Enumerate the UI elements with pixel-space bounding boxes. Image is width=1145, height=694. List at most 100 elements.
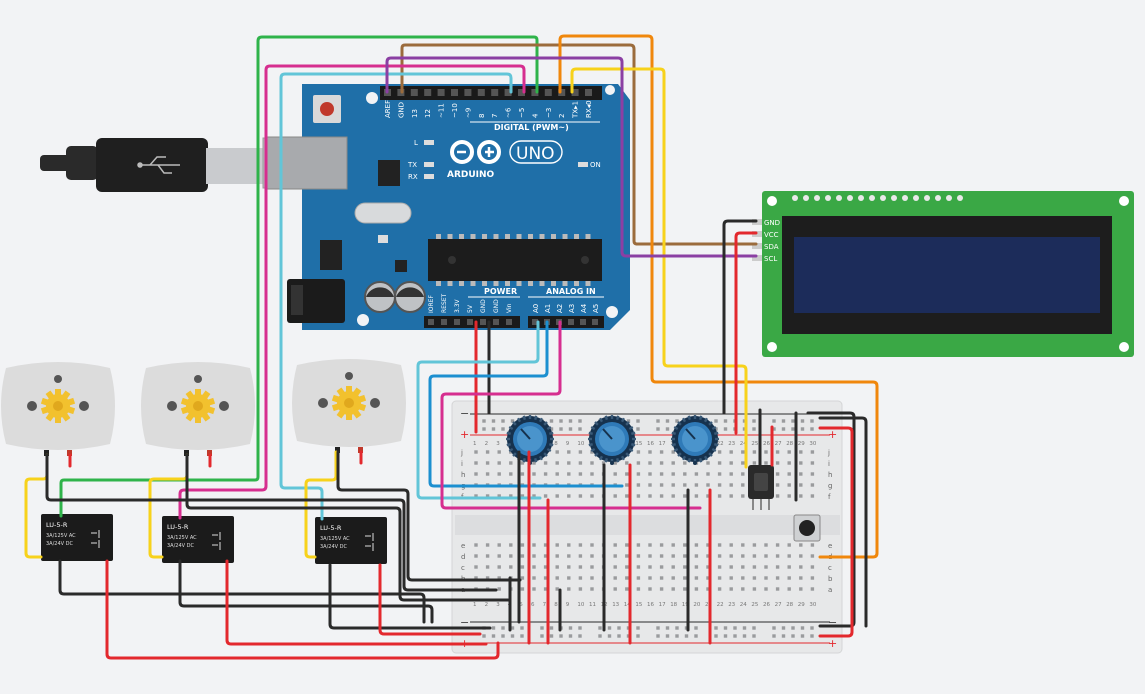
power-pin-hole[interactable]: [480, 319, 486, 325]
breadboard-hole[interactable]: [636, 543, 641, 547]
breadboard-hole[interactable]: [787, 587, 791, 591]
power-pin-hole[interactable]: [493, 319, 499, 325]
digital-pin-hole[interactable]: [491, 89, 499, 96]
breadboard-hole[interactable]: [617, 626, 621, 630]
breadboard-hole[interactable]: [810, 419, 814, 423]
dc-motor[interactable]: [1, 362, 115, 456]
digital-pin-hole[interactable]: [424, 89, 432, 96]
breadboard-hole[interactable]: [810, 634, 814, 638]
breadboard-hole[interactable]: [636, 587, 641, 591]
breadboard-hole[interactable]: [772, 419, 776, 423]
breadboard-hole[interactable]: [799, 587, 803, 591]
breadboard-hole[interactable]: [752, 634, 756, 638]
breadboard-hole[interactable]: [598, 626, 602, 630]
power-pin-hole[interactable]: [506, 319, 512, 325]
breadboard-hole[interactable]: [543, 554, 548, 558]
breadboard-hole[interactable]: [775, 543, 780, 547]
breadboard-hole[interactable]: [491, 419, 496, 423]
breadboard-hole[interactable]: [694, 483, 699, 487]
breadboard-hole[interactable]: [501, 427, 505, 431]
breadboard-hole[interactable]: [625, 587, 629, 591]
green-wire[interactable]: [59, 35, 539, 518]
breadboard-hole[interactable]: [723, 626, 728, 630]
breadboard-hole[interactable]: [810, 472, 815, 476]
breadboard-hole[interactable]: [683, 461, 687, 465]
lcd-gnd-wire[interactable]: [722, 219, 758, 415]
breadboard-hole[interactable]: [648, 543, 652, 547]
analog-pin-hole[interactable]: [592, 319, 598, 325]
breadboard-hole[interactable]: [636, 472, 641, 476]
breadboard-hole[interactable]: [729, 450, 733, 454]
breadboard-hole[interactable]: [485, 554, 490, 558]
breadboard-hole[interactable]: [741, 472, 745, 476]
breadboard-hole[interactable]: [781, 626, 786, 630]
relay2-red[interactable]: [225, 559, 488, 646]
breadboard-hole[interactable]: [648, 483, 652, 487]
breadboard-hole[interactable]: [741, 587, 745, 591]
breadboard-hole[interactable]: [590, 543, 594, 547]
breadboard-hole[interactable]: [729, 576, 733, 580]
breadboard-hole[interactable]: [509, 554, 513, 558]
breadboard-hole[interactable]: [613, 554, 617, 558]
breadboard-hole[interactable]: [636, 554, 641, 558]
relay3-red[interactable]: [378, 563, 482, 636]
ir-receiver[interactable]: [748, 465, 774, 510]
breadboard-hole[interactable]: [775, 472, 780, 476]
breadboard-hole[interactable]: [729, 461, 733, 465]
breadboard-hole[interactable]: [706, 554, 710, 558]
breadboard-hole[interactable]: [559, 419, 563, 423]
power-pin-hole[interactable]: [428, 319, 434, 325]
breadboard-hole[interactable]: [671, 461, 675, 465]
breadboard-hole[interactable]: [717, 587, 722, 591]
breadboard-hole[interactable]: [648, 494, 652, 498]
breadboard-hole[interactable]: [775, 576, 780, 580]
breadboard-hole[interactable]: [625, 554, 629, 558]
breadboard-hole[interactable]: [733, 626, 737, 630]
breadboard-hole[interactable]: [636, 576, 641, 580]
breadboard-hole[interactable]: [636, 427, 640, 431]
breadboard-hole[interactable]: [520, 587, 525, 591]
digital-pin-hole[interactable]: [585, 89, 592, 96]
breadboard-hole[interactable]: [781, 634, 786, 638]
breadboard-hole[interactable]: [671, 565, 675, 569]
breadboard-hole[interactable]: [810, 554, 815, 558]
breadboard-hole[interactable]: [491, 626, 496, 630]
breadboard-hole[interactable]: [613, 565, 617, 569]
breadboard-hole[interactable]: [665, 427, 670, 431]
breadboard-hole[interactable]: [509, 565, 513, 569]
breadboard-hole[interactable]: [520, 576, 525, 580]
breadboard-hole[interactable]: [659, 565, 664, 569]
breadboard-hole[interactable]: [578, 554, 583, 558]
breadboard-hole[interactable]: [555, 543, 559, 547]
breadboard-hole[interactable]: [752, 565, 757, 569]
breadboard-hole[interactable]: [501, 419, 505, 423]
breadboard-hole[interactable]: [764, 565, 768, 569]
breadboard-hole[interactable]: [520, 565, 525, 569]
digital-pin-hole[interactable]: [558, 89, 566, 96]
breadboard-hole[interactable]: [613, 587, 617, 591]
breadboard-hole[interactable]: [659, 483, 664, 487]
breadboard-hole[interactable]: [555, 576, 559, 580]
breadboard-hole[interactable]: [578, 419, 582, 423]
breadboard-hole[interactable]: [590, 576, 594, 580]
breadboard-hole[interactable]: [775, 483, 780, 487]
breadboard-hole[interactable]: [648, 554, 652, 558]
breadboard-hole[interactable]: [520, 543, 525, 547]
breadboard-hole[interactable]: [706, 576, 710, 580]
breadboard-hole[interactable]: [694, 565, 699, 569]
breadboard-hole[interactable]: [741, 483, 745, 487]
breadboard-hole[interactable]: [684, 634, 689, 638]
breadboard-hole[interactable]: [607, 634, 612, 638]
breadboard-hole[interactable]: [659, 450, 664, 454]
breadboard-hole[interactable]: [613, 494, 617, 498]
breadboard-hole[interactable]: [474, 494, 478, 498]
breadboard-hole[interactable]: [781, 427, 786, 431]
digital-pin-hole[interactable]: [544, 89, 552, 96]
breadboard-hole[interactable]: [485, 450, 490, 454]
breadboard-hole[interactable]: [636, 483, 641, 487]
breadboard-hole[interactable]: [532, 461, 536, 465]
purple-wire[interactable]: [385, 56, 758, 258]
breadboard-hole[interactable]: [567, 565, 571, 569]
breadboard-hole[interactable]: [659, 461, 664, 465]
push-button[interactable]: [793, 514, 821, 542]
